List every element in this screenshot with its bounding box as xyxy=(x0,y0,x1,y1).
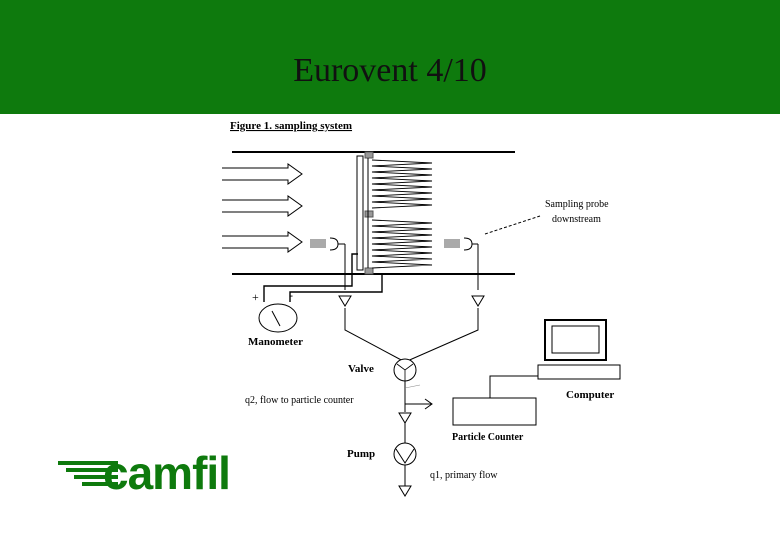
filter-unit xyxy=(356,151,433,275)
camfil-logo-stripes-icon xyxy=(58,461,118,486)
title-banner xyxy=(0,0,780,114)
particle-counter-box xyxy=(452,397,537,426)
manometer-gauge-icon xyxy=(258,303,298,333)
sampling-lines xyxy=(344,244,479,363)
particle-counter-label: Particle Counter xyxy=(452,432,524,443)
airflow-arrows xyxy=(222,163,303,253)
slide-title: Eurovent 4/10 xyxy=(293,52,487,89)
airflow-arrow-1 xyxy=(222,163,303,185)
probe-label-line2: downstream xyxy=(552,214,601,225)
camfil-logo-text: camfil xyxy=(103,447,231,499)
airflow-arrow-2 xyxy=(222,195,303,217)
upstream-check-valve xyxy=(338,295,352,307)
data-cable xyxy=(489,375,538,398)
downstream-probe xyxy=(444,237,478,251)
manometer-tubing xyxy=(263,253,383,302)
q2-label: q2, flow to particle counter xyxy=(245,395,354,406)
pump-icon xyxy=(393,442,417,466)
downstream-check-valve xyxy=(471,295,485,307)
probe-leader-line xyxy=(484,215,541,235)
upstream-probe xyxy=(310,237,345,251)
q2-flow-line xyxy=(404,381,433,412)
valve-label: Valve xyxy=(348,363,374,375)
pump-label: Pump xyxy=(347,448,375,460)
primary-flow-arrow-icon xyxy=(398,485,412,497)
probe-label-line1: Sampling probe xyxy=(545,199,609,210)
airflow-arrow-3 xyxy=(222,231,303,253)
valve-icon xyxy=(393,358,417,382)
manometer-plus-label: + xyxy=(252,290,259,304)
figure-caption: Figure 1. sampling system xyxy=(230,120,352,132)
manometer-minus-label: - xyxy=(289,288,293,302)
q1-label: q1, primary flow xyxy=(430,470,498,481)
q2-check-valve xyxy=(398,412,412,424)
computer-icon xyxy=(537,319,621,380)
computer-label: Computer xyxy=(566,389,614,401)
manometer-label: Manometer xyxy=(248,336,303,348)
